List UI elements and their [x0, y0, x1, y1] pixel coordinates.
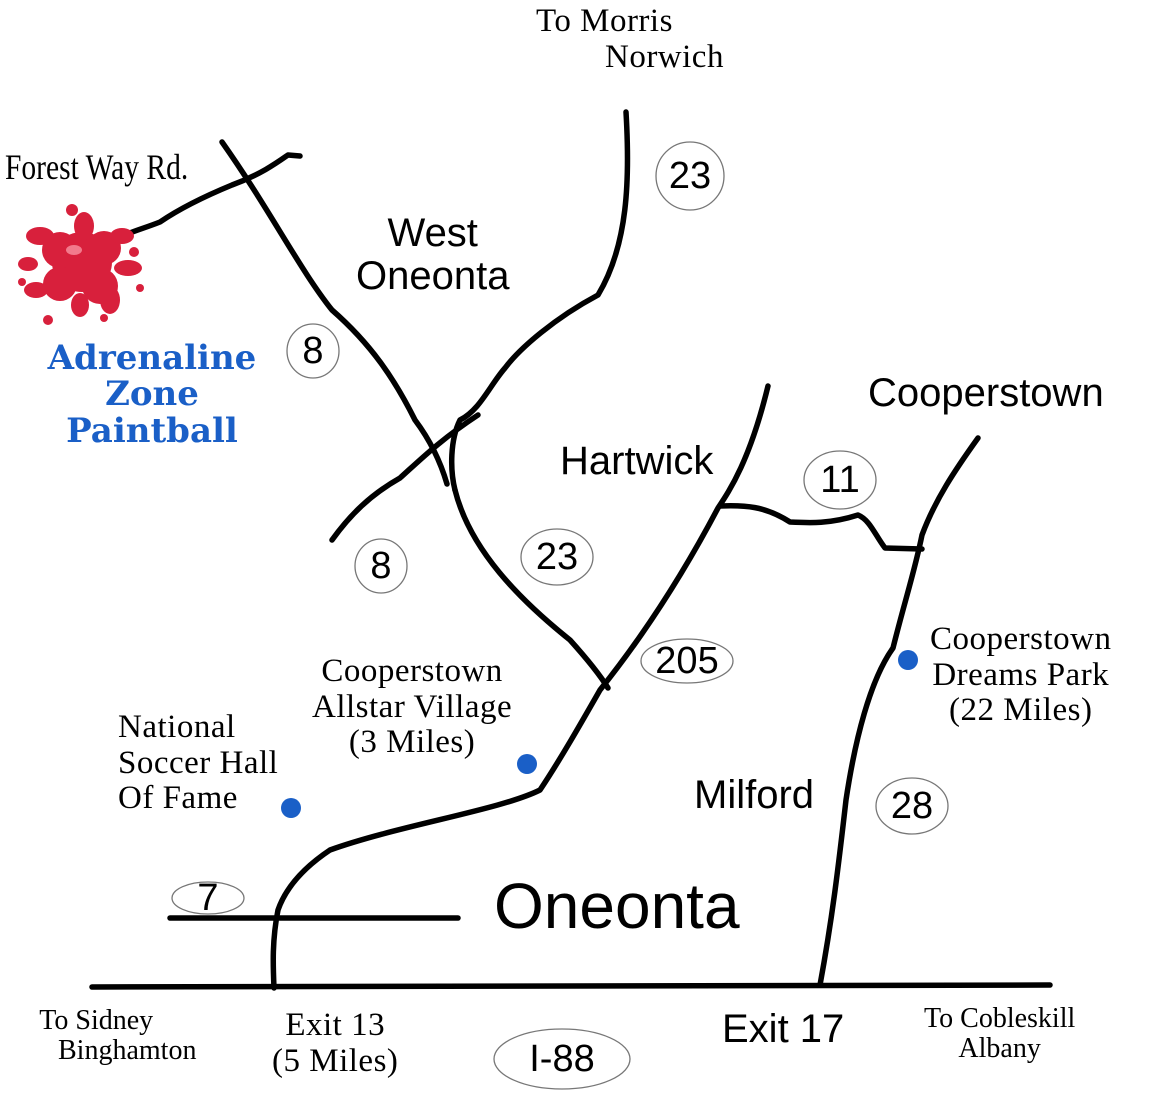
label-cooperstown-allstar-village: Cooperstown Allstar Village (3 Miles)	[312, 653, 513, 761]
label-milford: Milford	[694, 773, 815, 817]
svg-text:8: 8	[370, 545, 391, 587]
paint-splat-icon	[18, 204, 144, 325]
label-norwich: Norwich	[604, 38, 724, 75]
label-national-soccer-hall-of-fame: National Soccer Hall Of Fame	[118, 709, 279, 817]
label-forest-way-rd: Forest Way Rd.	[5, 147, 189, 187]
route-shield-23-south: 23	[520, 528, 594, 586]
route-shield-i-88: I-88	[493, 1028, 631, 1090]
location-marker-soccer-hall	[281, 798, 301, 818]
route-shield-28: 28	[875, 777, 949, 835]
svg-text:I-88: I-88	[529, 1038, 594, 1080]
label-hartwick: Hartwick	[560, 439, 714, 483]
svg-text:23: 23	[669, 155, 711, 197]
label-to-cobleskill: To Cobleskill	[924, 1003, 1076, 1034]
route-shield-205: 205	[640, 638, 734, 684]
location-marker-dreams-park	[898, 650, 918, 670]
label-soccer-1: National	[118, 709, 236, 745]
label-to-sidney: To Sidney	[39, 1005, 154, 1036]
label-exit-13-name: Exit 13	[285, 1007, 386, 1043]
label-soccer-3: Of Fame	[118, 780, 238, 817]
label-exit-17: Exit 17	[722, 1007, 845, 1051]
brand-name: Adrenaline Zone Paintball	[32, 338, 272, 451]
road-route-8-south	[329, 412, 481, 543]
label-soccer-2: Soccer Hall	[118, 744, 279, 781]
label-west-oneonta: West Oneonta	[356, 211, 510, 299]
label-oneonta-west: Oneonta	[356, 254, 510, 299]
label-west: West	[387, 211, 478, 255]
brand-line-2: Zone	[105, 374, 199, 415]
brand-line-3: Paintball	[66, 410, 238, 451]
label-allstar-1: Cooperstown	[321, 653, 503, 689]
road-route-11	[717, 503, 925, 552]
label-dreams-2: Dreams Park	[932, 656, 1110, 693]
label-exit-13-distance: (5 Miles)	[272, 1042, 399, 1079]
road-route-28	[817, 435, 981, 988]
label-to-morris-norwich: To Morris Norwich	[536, 3, 733, 75]
label-cooperstown-dreams-park: Cooperstown Dreams Park (22 Miles)	[930, 621, 1112, 729]
brand-line-1: Adrenaline	[47, 338, 257, 378]
label-dreams-1: Cooperstown	[930, 621, 1112, 657]
route-shield-8-north: 8	[286, 323, 340, 379]
label-cooperstown: Cooperstown	[868, 371, 1104, 415]
label-oneonta: Oneonta	[494, 870, 740, 942]
label-allstar-2: Allstar Village	[312, 688, 513, 725]
svg-text:11: 11	[820, 459, 859, 501]
svg-text:205: 205	[655, 640, 718, 682]
label-dreams-3: (22 Miles)	[949, 692, 1093, 729]
label-to-cobleskill-albany: To Cobleskill Albany	[924, 1003, 1076, 1065]
road-route-8-north	[219, 139, 450, 487]
road-route-205	[270, 383, 771, 991]
label-allstar-3: (3 Miles)	[348, 724, 476, 761]
svg-text:28: 28	[891, 785, 933, 827]
road-i-88	[89, 982, 1053, 990]
route-shield-23-north: 23	[655, 141, 725, 211]
route-shield-7: 7	[171, 877, 245, 919]
location-marker-allstar-village	[517, 754, 537, 774]
label-to-morris: To Morris	[536, 3, 673, 39]
label-albany: Albany	[958, 1033, 1041, 1065]
route-shield-11: 11	[803, 450, 877, 510]
label-to-sidney-binghamton: To Sidney Binghamton	[36, 1005, 197, 1067]
road-route-23-north	[448, 109, 631, 493]
route-shield-8-south: 8	[354, 538, 408, 594]
road-forest-way	[115, 152, 303, 241]
svg-text:8: 8	[302, 330, 323, 372]
svg-text:7: 7	[197, 877, 218, 919]
label-binghamton: Binghamton	[58, 1035, 197, 1067]
svg-text:23: 23	[536, 536, 578, 578]
label-exit-13: Exit 13 (5 Miles)	[272, 1007, 399, 1079]
road-route-23-south	[452, 487, 611, 691]
